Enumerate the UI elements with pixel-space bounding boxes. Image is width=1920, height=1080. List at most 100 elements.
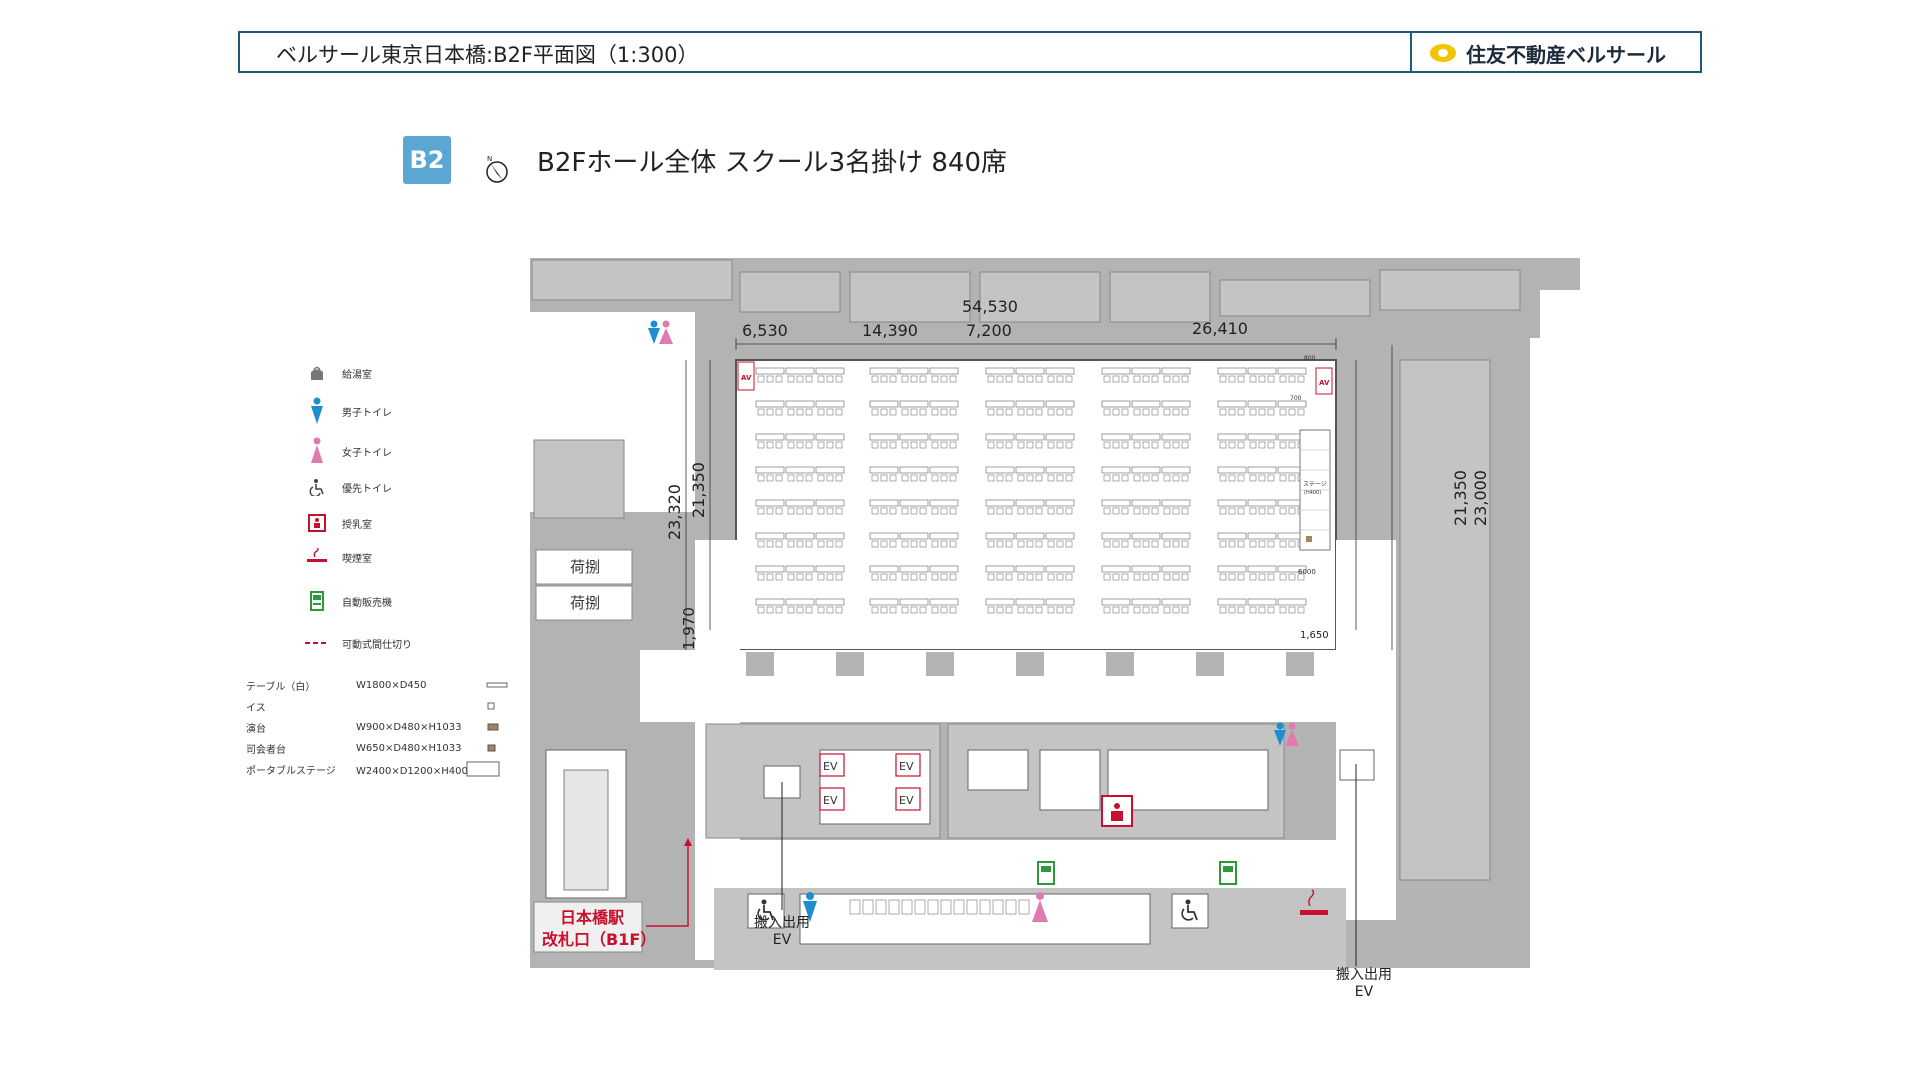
seat-group xyxy=(1247,598,1277,614)
seat-group xyxy=(1015,400,1045,416)
column xyxy=(746,652,774,676)
seat-group xyxy=(1217,400,1247,416)
seat-group xyxy=(755,499,785,515)
furniture-row: テーブル（白） W1800×D450 xyxy=(246,676,508,694)
svg-text:EV: EV xyxy=(823,760,838,773)
svg-text:(H400): (H400) xyxy=(1304,490,1321,496)
legend-item-kettle: 給湯室 xyxy=(300,358,372,388)
seat-group xyxy=(985,367,1015,383)
seat-group xyxy=(1015,433,1045,449)
accessible-toilet-west xyxy=(747,893,785,929)
restroom-marker-upper xyxy=(1274,722,1299,746)
vending-machine-east xyxy=(1219,861,1237,885)
legend-item-accessible-toilet: 優先トイレ xyxy=(300,472,392,502)
seat-group xyxy=(1045,565,1075,581)
column xyxy=(1106,652,1134,676)
seat-group xyxy=(869,565,899,581)
storage-room-2: 荷捌 xyxy=(535,585,633,621)
seat-group xyxy=(1247,433,1277,449)
accessible-toilet-east xyxy=(1171,893,1209,929)
seat-group xyxy=(869,598,899,614)
seat-group xyxy=(1217,367,1247,383)
toilet-stall xyxy=(979,899,991,915)
seat-group xyxy=(929,532,959,548)
seat-group xyxy=(1015,532,1045,548)
dim-right-outer: 23,000 xyxy=(1471,470,1490,526)
west-room xyxy=(533,439,625,519)
av-booth-east: AV xyxy=(1315,367,1333,395)
service-ev-label-west: 搬入出用 EV xyxy=(754,915,810,948)
seat-group xyxy=(785,565,815,581)
seat-group xyxy=(1277,367,1307,383)
seat-group xyxy=(815,367,845,383)
seat-group xyxy=(1247,565,1277,581)
seat-group xyxy=(755,433,785,449)
seat-group xyxy=(815,499,845,515)
dim-right-inner: 21,350 xyxy=(1451,470,1470,526)
seat-group xyxy=(929,400,959,416)
seat-group xyxy=(1131,565,1161,581)
seat-group xyxy=(985,532,1015,548)
north-service-rooms xyxy=(531,259,1521,323)
seat-group xyxy=(929,598,959,614)
seat-group xyxy=(869,499,899,515)
svg-text:AV: AV xyxy=(1319,379,1330,387)
west-stairwell xyxy=(545,749,627,899)
column xyxy=(1196,652,1224,676)
seat-group xyxy=(755,367,785,383)
seat-group xyxy=(985,433,1015,449)
seat-group xyxy=(1015,499,1045,515)
seat-group xyxy=(899,433,929,449)
seat-group xyxy=(815,400,845,416)
accessible-toilet-icon xyxy=(309,479,324,496)
seat-group xyxy=(1101,598,1131,614)
toilet-stall xyxy=(966,899,978,915)
seat-group xyxy=(755,565,785,581)
seat-group xyxy=(1247,532,1277,548)
toilet-stall xyxy=(940,899,952,915)
legend-item-female-toilet: 女子トイレ xyxy=(300,436,392,466)
podium-icon xyxy=(487,723,499,731)
seat-group xyxy=(899,367,929,383)
toilet-stall xyxy=(901,899,913,915)
seat-group xyxy=(985,400,1015,416)
seat-group xyxy=(1161,367,1191,383)
seat-group xyxy=(1217,598,1247,614)
vending-machine-icon xyxy=(310,591,324,611)
toilet-stall xyxy=(914,899,926,915)
dim-left-inner: 21,350 xyxy=(689,462,708,518)
logo-mark-icon xyxy=(1430,44,1456,62)
east-corridor xyxy=(1336,540,1396,920)
east-service-elevator xyxy=(1339,749,1375,781)
seat-group xyxy=(1247,499,1277,515)
dim-left-outer: 23,320 xyxy=(665,484,684,540)
seat-group xyxy=(1131,400,1161,416)
seat-group xyxy=(1101,532,1131,548)
seat-group xyxy=(815,532,845,548)
seat-group xyxy=(785,532,815,548)
seat-group xyxy=(1015,598,1045,614)
furniture-row: ポータブルステージ W2400×D1200×H400・600 xyxy=(246,760,500,778)
seat-group xyxy=(899,466,929,482)
seat-group xyxy=(1131,433,1161,449)
seat-group xyxy=(815,433,845,449)
floor-plan: AV AV ステージ (H400) 荷捌 荷捌 日本橋駅 改札口 xyxy=(530,258,1580,970)
male-toilet-marker xyxy=(803,892,817,922)
table-icon xyxy=(486,682,508,688)
vending-machine-west xyxy=(1037,861,1055,885)
dim-small-top: 800 xyxy=(1304,355,1316,362)
dim-corridor: 1,970 xyxy=(680,607,698,650)
seat-group xyxy=(1161,466,1191,482)
seat-group xyxy=(1101,499,1131,515)
legend-item-nursing-room: 授乳室 xyxy=(300,508,372,538)
dim-stage-width: 6000 xyxy=(1298,568,1316,576)
seat-group xyxy=(755,532,785,548)
male-toilet-icon xyxy=(311,397,323,424)
seat-group xyxy=(899,532,929,548)
column xyxy=(836,652,864,676)
female-toilet-icon xyxy=(311,437,323,463)
seat-group xyxy=(899,598,929,614)
seat-group xyxy=(1045,532,1075,548)
svg-text:EV: EV xyxy=(899,794,914,807)
seat-group xyxy=(1045,433,1075,449)
